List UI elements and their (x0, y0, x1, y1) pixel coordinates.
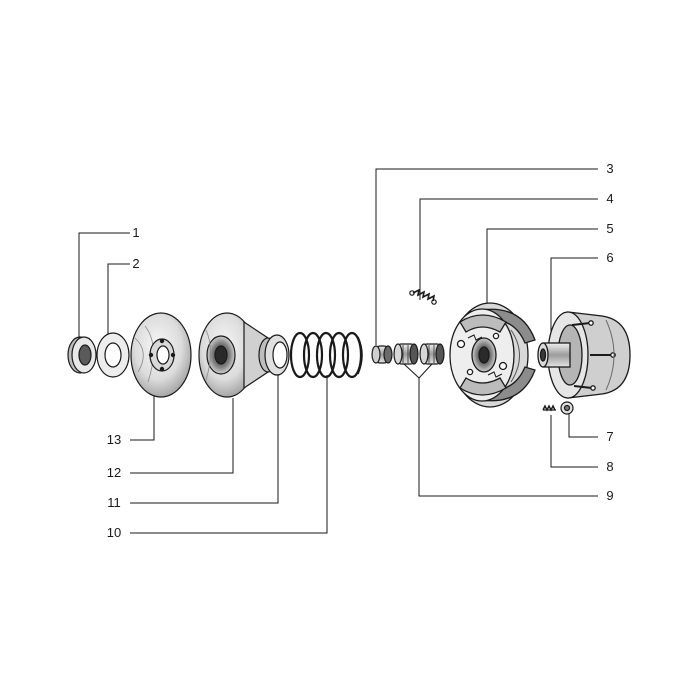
part-12-movable-pulley (198, 312, 278, 398)
part-11-spring-seat (264, 334, 290, 376)
leader-lines (78, 168, 598, 534)
leader-13 (130, 393, 155, 441)
part-3-bushing (371, 345, 393, 364)
leader-9 (403, 363, 598, 497)
part-10-coil-spring (289, 331, 363, 379)
leader-8 (550, 415, 598, 468)
callout-7: 7 (606, 429, 614, 444)
part-7-nut (560, 401, 574, 415)
part-4-clutch-spring (409, 288, 437, 305)
callout-4: 4 (606, 191, 614, 206)
leader-2 (107, 263, 130, 336)
callout-9: 9 (606, 488, 614, 503)
leader-11 (130, 375, 279, 504)
callout-12: 12 (106, 465, 122, 480)
callout-2: 2 (132, 256, 140, 271)
part-13-fixed-pulley (130, 312, 192, 398)
leader-7 (568, 413, 598, 438)
leader-4 (419, 198, 598, 300)
part-8-screw (542, 404, 556, 412)
part-9-roller-bearing-a (393, 343, 419, 365)
leader-1 (78, 232, 130, 345)
part-5-clutch-assembly (449, 302, 536, 408)
leader-3 (375, 168, 598, 345)
leader-6 (550, 257, 598, 342)
callout-5: 5 (606, 221, 614, 236)
part-1-oil-seal (67, 336, 97, 374)
callout-13: 13 (106, 432, 122, 447)
part-9-roller-bearing-b (419, 343, 445, 365)
callout-6: 6 (606, 250, 614, 265)
leader-12 (130, 398, 234, 474)
callout-8: 8 (606, 459, 614, 474)
part-6-clutch-bell (537, 311, 631, 399)
callout-11: 11 (107, 495, 121, 510)
callout-1: 1 (132, 225, 140, 240)
part-2-washer (96, 332, 130, 378)
callout-3: 3 (606, 161, 614, 176)
leader-5 (486, 228, 598, 303)
callout-10: 10 (106, 525, 122, 540)
leader-10 (130, 375, 328, 534)
